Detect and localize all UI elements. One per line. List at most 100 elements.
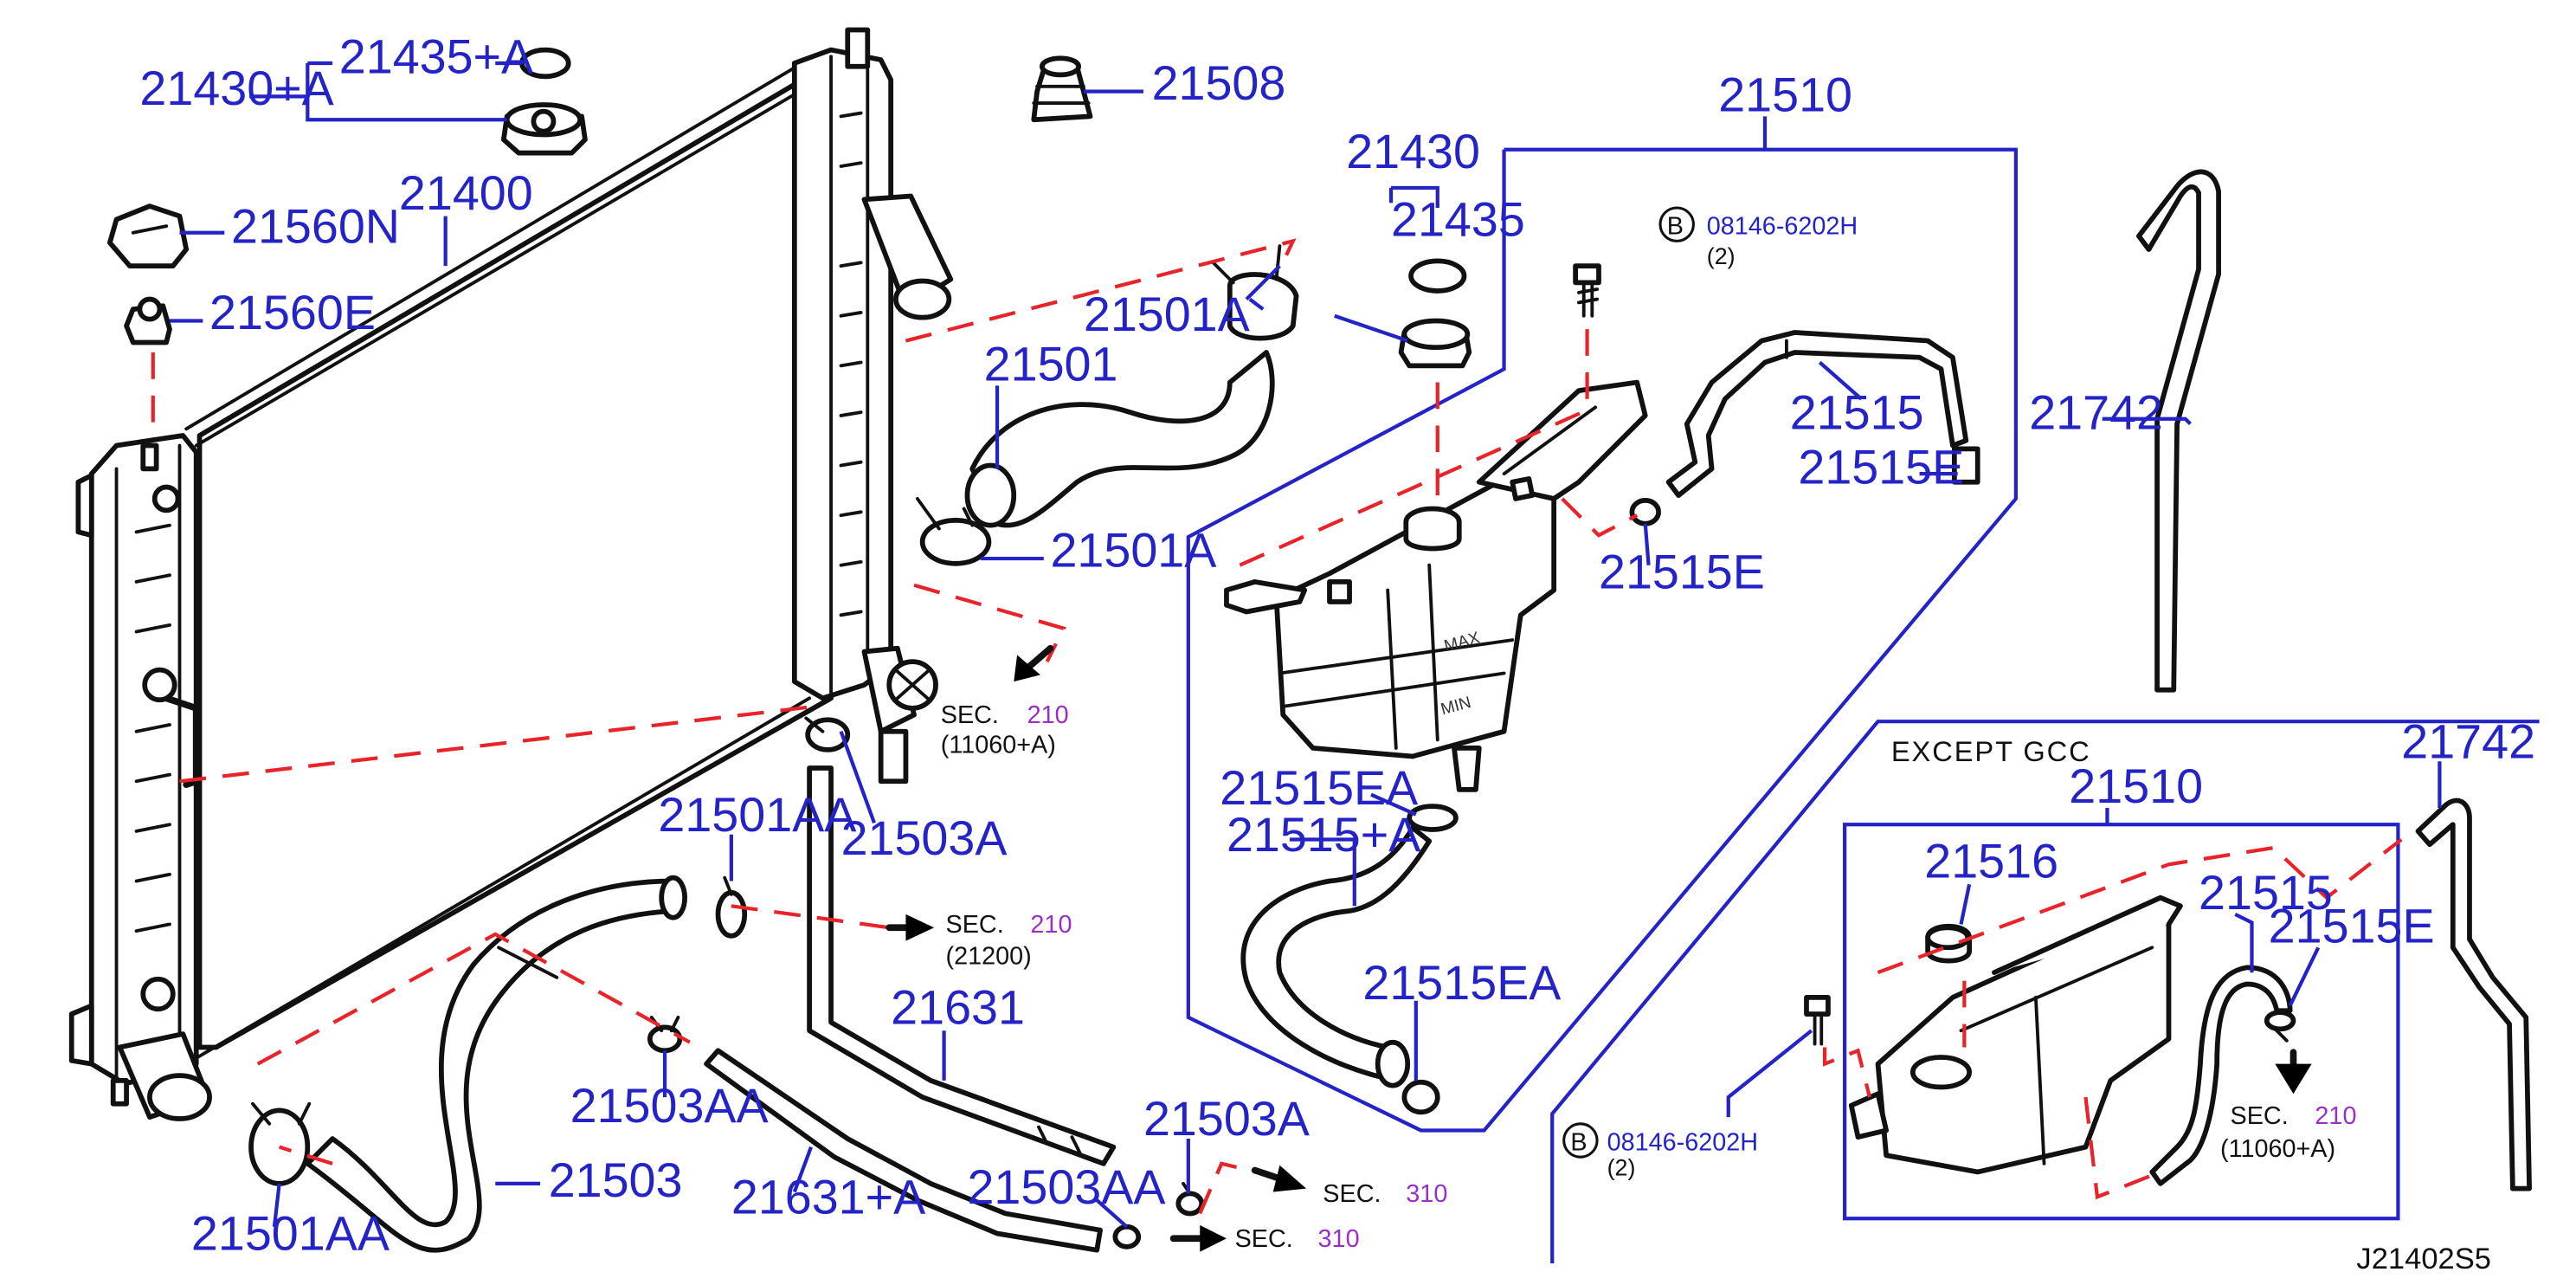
label-21501a-top: 21501A: [1084, 287, 1251, 341]
part-labels: 21430+A 21435+A 21508 21400 21560N 21560…: [139, 29, 2535, 1260]
label-21503aa-bot: 21503AA: [967, 1160, 1166, 1214]
sec-310-b: SEC. 310: [1235, 1225, 1360, 1253]
radiator-21400: [68, 27, 954, 1121]
label-21501: 21501: [984, 338, 1118, 391]
label-21631: 21631: [891, 981, 1025, 1035]
label-21560n: 21560N: [231, 199, 400, 253]
label-21501aa-bot: 21501AA: [191, 1207, 390, 1261]
reservoir-cap-21430: [1398, 258, 1472, 369]
hose-clamp-21515e-top: [1951, 446, 1980, 485]
upper-hose-21501: [964, 350, 1275, 528]
hose-clamp-21501a-mid: [915, 497, 992, 566]
mount-bracket-21560n: [106, 203, 190, 269]
reservoir-hose-21515a: [1240, 825, 1433, 1088]
overflow-hose-21742-gcc: [2415, 797, 2532, 1191]
svg-text:310: 310: [1318, 1225, 1360, 1253]
reservoir-tank-21510: MAX MIN: [1224, 379, 1648, 792]
label-21435: 21435: [1391, 193, 1525, 247]
variant-header: EXCEPT GCC: [1891, 735, 2091, 767]
label-21503a-mid: 21503A: [841, 811, 1008, 865]
bolt-08146-top: [1573, 263, 1601, 318]
svg-text:210: 210: [2315, 1102, 2356, 1130]
label-21435a: 21435+A: [339, 29, 534, 83]
reservoir-hose-21515: [1665, 330, 1969, 498]
reservoir-hose-21515-gcc: [2149, 965, 2293, 1186]
hose-clamp-21503aa-bot: [1112, 1224, 1142, 1249]
label-21510: 21510: [1718, 68, 1852, 122]
label-21516: 21516: [1924, 835, 2058, 888]
svg-text:(11060+A): (11060+A): [941, 732, 1056, 759]
section-refs: SEC. 210 (11060+A) SEC. 210 (21200) SEC.…: [941, 701, 2357, 1253]
label-21515: 21515: [1790, 385, 1924, 439]
bolt-callout-top: B 08146-6202H (2): [1658, 206, 1858, 269]
lower-hose-21503: [305, 875, 687, 1253]
svg-text:210: 210: [1027, 701, 1069, 729]
module-box-21510: [1186, 147, 2018, 1133]
svg-text:210: 210: [1030, 911, 1072, 939]
label-21430: 21430: [1346, 125, 1480, 178]
mount-insulator-21560e: [124, 296, 172, 345]
label-21742-bot: 21742: [2401, 714, 2535, 768]
hose-clamp-21503a-mid: [804, 716, 851, 752]
label-21515a: 21515+A: [1227, 808, 1421, 862]
label-21400: 21400: [399, 166, 533, 220]
svg-text:SEC.: SEC.: [2231, 1102, 2289, 1130]
reservoir-tank-gcc: [1848, 894, 2183, 1175]
label-21515e-gcc: 21515E: [2269, 900, 2435, 953]
label-21510-gcc: 21510: [2069, 759, 2203, 813]
bolt-qty-bottom: (2): [1607, 1154, 1636, 1180]
hose-clamp-21515ea-top: [1407, 804, 1459, 832]
label-21515-gcc: 21515: [2199, 866, 2333, 920]
sec-310-a: SEC. 310: [1323, 1180, 1447, 1208]
label-21503: 21503: [549, 1153, 683, 1207]
label-21515e-top: 21515E: [1798, 441, 1964, 494]
sec-210-hose: SEC. 210 (11060+A): [941, 701, 1069, 759]
bolt-part-number-top: 08146-6202H: [1707, 213, 1858, 241]
label-21508: 21508: [1152, 56, 1286, 110]
label-21501aa-mid: 21501AA: [658, 788, 857, 842]
assembly-lines: [151, 238, 2403, 1215]
hose-clamp-21515ea-bot: [1401, 1079, 1440, 1115]
sec-210-pump: SEC. 210 (21200): [946, 911, 1072, 970]
bolt-callout-letter: B: [1570, 1128, 1587, 1156]
reservoir-cap-21516: [1925, 923, 1972, 964]
bolt-callout-bottom: B 08146-6202H (2): [1562, 1122, 1758, 1180]
svg-text:SEC.: SEC.: [941, 701, 999, 729]
label-21560e: 21560E: [209, 286, 376, 339]
label-21503a-bot: 21503A: [1143, 1092, 1311, 1146]
label-21515ea-bot: 21515EA: [1362, 956, 1562, 1010]
svg-text:SEC.: SEC.: [1235, 1225, 1293, 1253]
bolt-qty-top: (2): [1707, 243, 1736, 269]
leader-lines: [169, 61, 2442, 1229]
direction-arrows: [886, 644, 2312, 1252]
bump-rubber-21508: [1031, 55, 1093, 123]
svg-text:SEC.: SEC.: [1323, 1180, 1381, 1208]
hose-clamp-21501aa-mid: [715, 875, 748, 939]
bolt-08146-bottom: [1804, 994, 1831, 1046]
overflow-hose-21742-top: [2136, 169, 2221, 693]
sec-210-gcc: SEC. 210 (11060+A): [2220, 1102, 2356, 1163]
hose-clamp-21501a-top: [1211, 244, 1299, 341]
label-21503aa-mid: 21503AA: [570, 1079, 770, 1133]
svg-text:310: 310: [1406, 1180, 1447, 1208]
svg-text:(21200): (21200): [946, 942, 1032, 970]
radiator-cap-21430a: [500, 47, 588, 156]
bolt-callout-letter: B: [1667, 213, 1684, 241]
hose-clamp-21515e-gcc: [2264, 1010, 2296, 1043]
hose-21631a: [704, 1048, 1103, 1253]
hose-21631: [807, 765, 1117, 1166]
label-21515ea-top: 21515EA: [1220, 761, 1419, 815]
label-21742-top: 21742: [2029, 385, 2163, 439]
svg-text:SEC.: SEC.: [946, 911, 1004, 939]
label-21515e-mid: 21515E: [1599, 546, 1765, 599]
bolt-part-number-bottom: 08146-6202H: [1607, 1128, 1758, 1156]
label-21430a: 21430+A: [139, 61, 334, 115]
label-21631a: 21631+A: [731, 1170, 926, 1224]
module-box-except-gcc: [1550, 720, 2540, 1264]
svg-text:(11060+A): (11060+A): [2220, 1135, 2335, 1163]
drawing-number: J21402S5: [2356, 1243, 2491, 1275]
label-21501a-mid: 21501A: [1050, 524, 1217, 578]
hose-clamp-21501aa-bot: [248, 1101, 312, 1186]
hose-clamp-21515e-mid: [1629, 497, 1661, 526]
